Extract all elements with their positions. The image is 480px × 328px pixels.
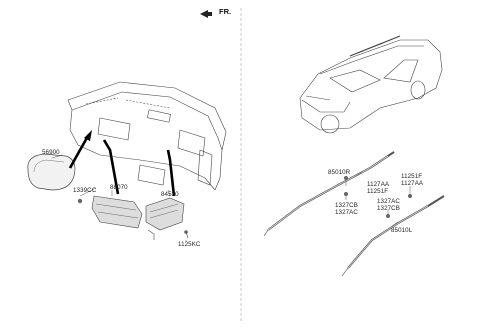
right-label-leaders bbox=[345, 171, 411, 227]
bolt-1125kc bbox=[184, 230, 189, 239]
label-11251f-b: 11251F bbox=[401, 173, 423, 180]
leader-88070 bbox=[102, 139, 120, 195]
passenger-airbag-84530 bbox=[145, 197, 185, 240]
curtain-airbag-85010l bbox=[341, 195, 445, 277]
label-11251f-a: 11251F bbox=[367, 188, 389, 195]
leader-56900-head bbox=[84, 130, 92, 141]
vehicle-drawing bbox=[299, 35, 443, 134]
dashboard-drawing bbox=[67, 81, 227, 191]
label-1125kc: 1125KC bbox=[178, 241, 201, 248]
label-85010l: 85010L bbox=[391, 227, 413, 234]
fasteners-right bbox=[344, 176, 412, 218]
bolt-1339cc bbox=[77, 198, 83, 204]
orientation-label: FR. bbox=[219, 7, 232, 16]
knee-airbag-88070 bbox=[91, 195, 143, 229]
steering-airbag-56900 bbox=[27, 153, 76, 191]
label-1127aa-b: 1127AA bbox=[401, 180, 424, 187]
curtain-airbag-85010r bbox=[263, 151, 395, 237]
label-56900: 56900 bbox=[42, 149, 60, 156]
left-label-leaders bbox=[51, 154, 187, 242]
label-85010r: 85010R bbox=[328, 169, 351, 176]
forward-arrow-icon bbox=[200, 10, 212, 18]
label-1327cb-b: 1327CB bbox=[377, 205, 400, 212]
leader-84530 bbox=[166, 149, 176, 197]
label-84530: 84530 bbox=[161, 191, 179, 198]
label-1327cb-a: 1327CB bbox=[335, 202, 358, 209]
label-1127aa-a: 1127AA bbox=[367, 181, 390, 188]
leader-56900 bbox=[68, 135, 90, 169]
label-1339cc: 1339CC bbox=[73, 187, 97, 194]
label-1327ac-a: 1327AC bbox=[335, 209, 358, 216]
label-1327ac-b: 1327AC bbox=[377, 198, 400, 205]
label-88070: 88070 bbox=[110, 184, 128, 191]
